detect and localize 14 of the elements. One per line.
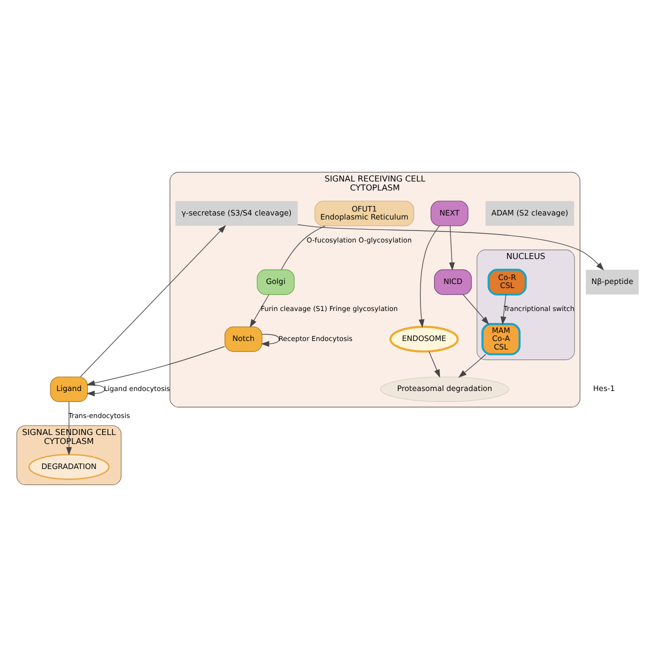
arrow — [86, 346, 225, 386]
arrow — [66, 401, 72, 455]
arrow — [418, 225, 440, 328]
arrow — [298, 224, 604, 270]
arrow — [458, 353, 486, 378]
arrow — [250, 294, 270, 328]
arrow — [428, 350, 440, 378]
arrow — [260, 333, 280, 346]
arrow — [462, 294, 490, 324]
arrow — [80, 224, 226, 377]
connector — [280, 225, 326, 270]
arrow — [500, 294, 506, 324]
arrow — [86, 384, 106, 396]
arrow — [449, 225, 455, 270]
